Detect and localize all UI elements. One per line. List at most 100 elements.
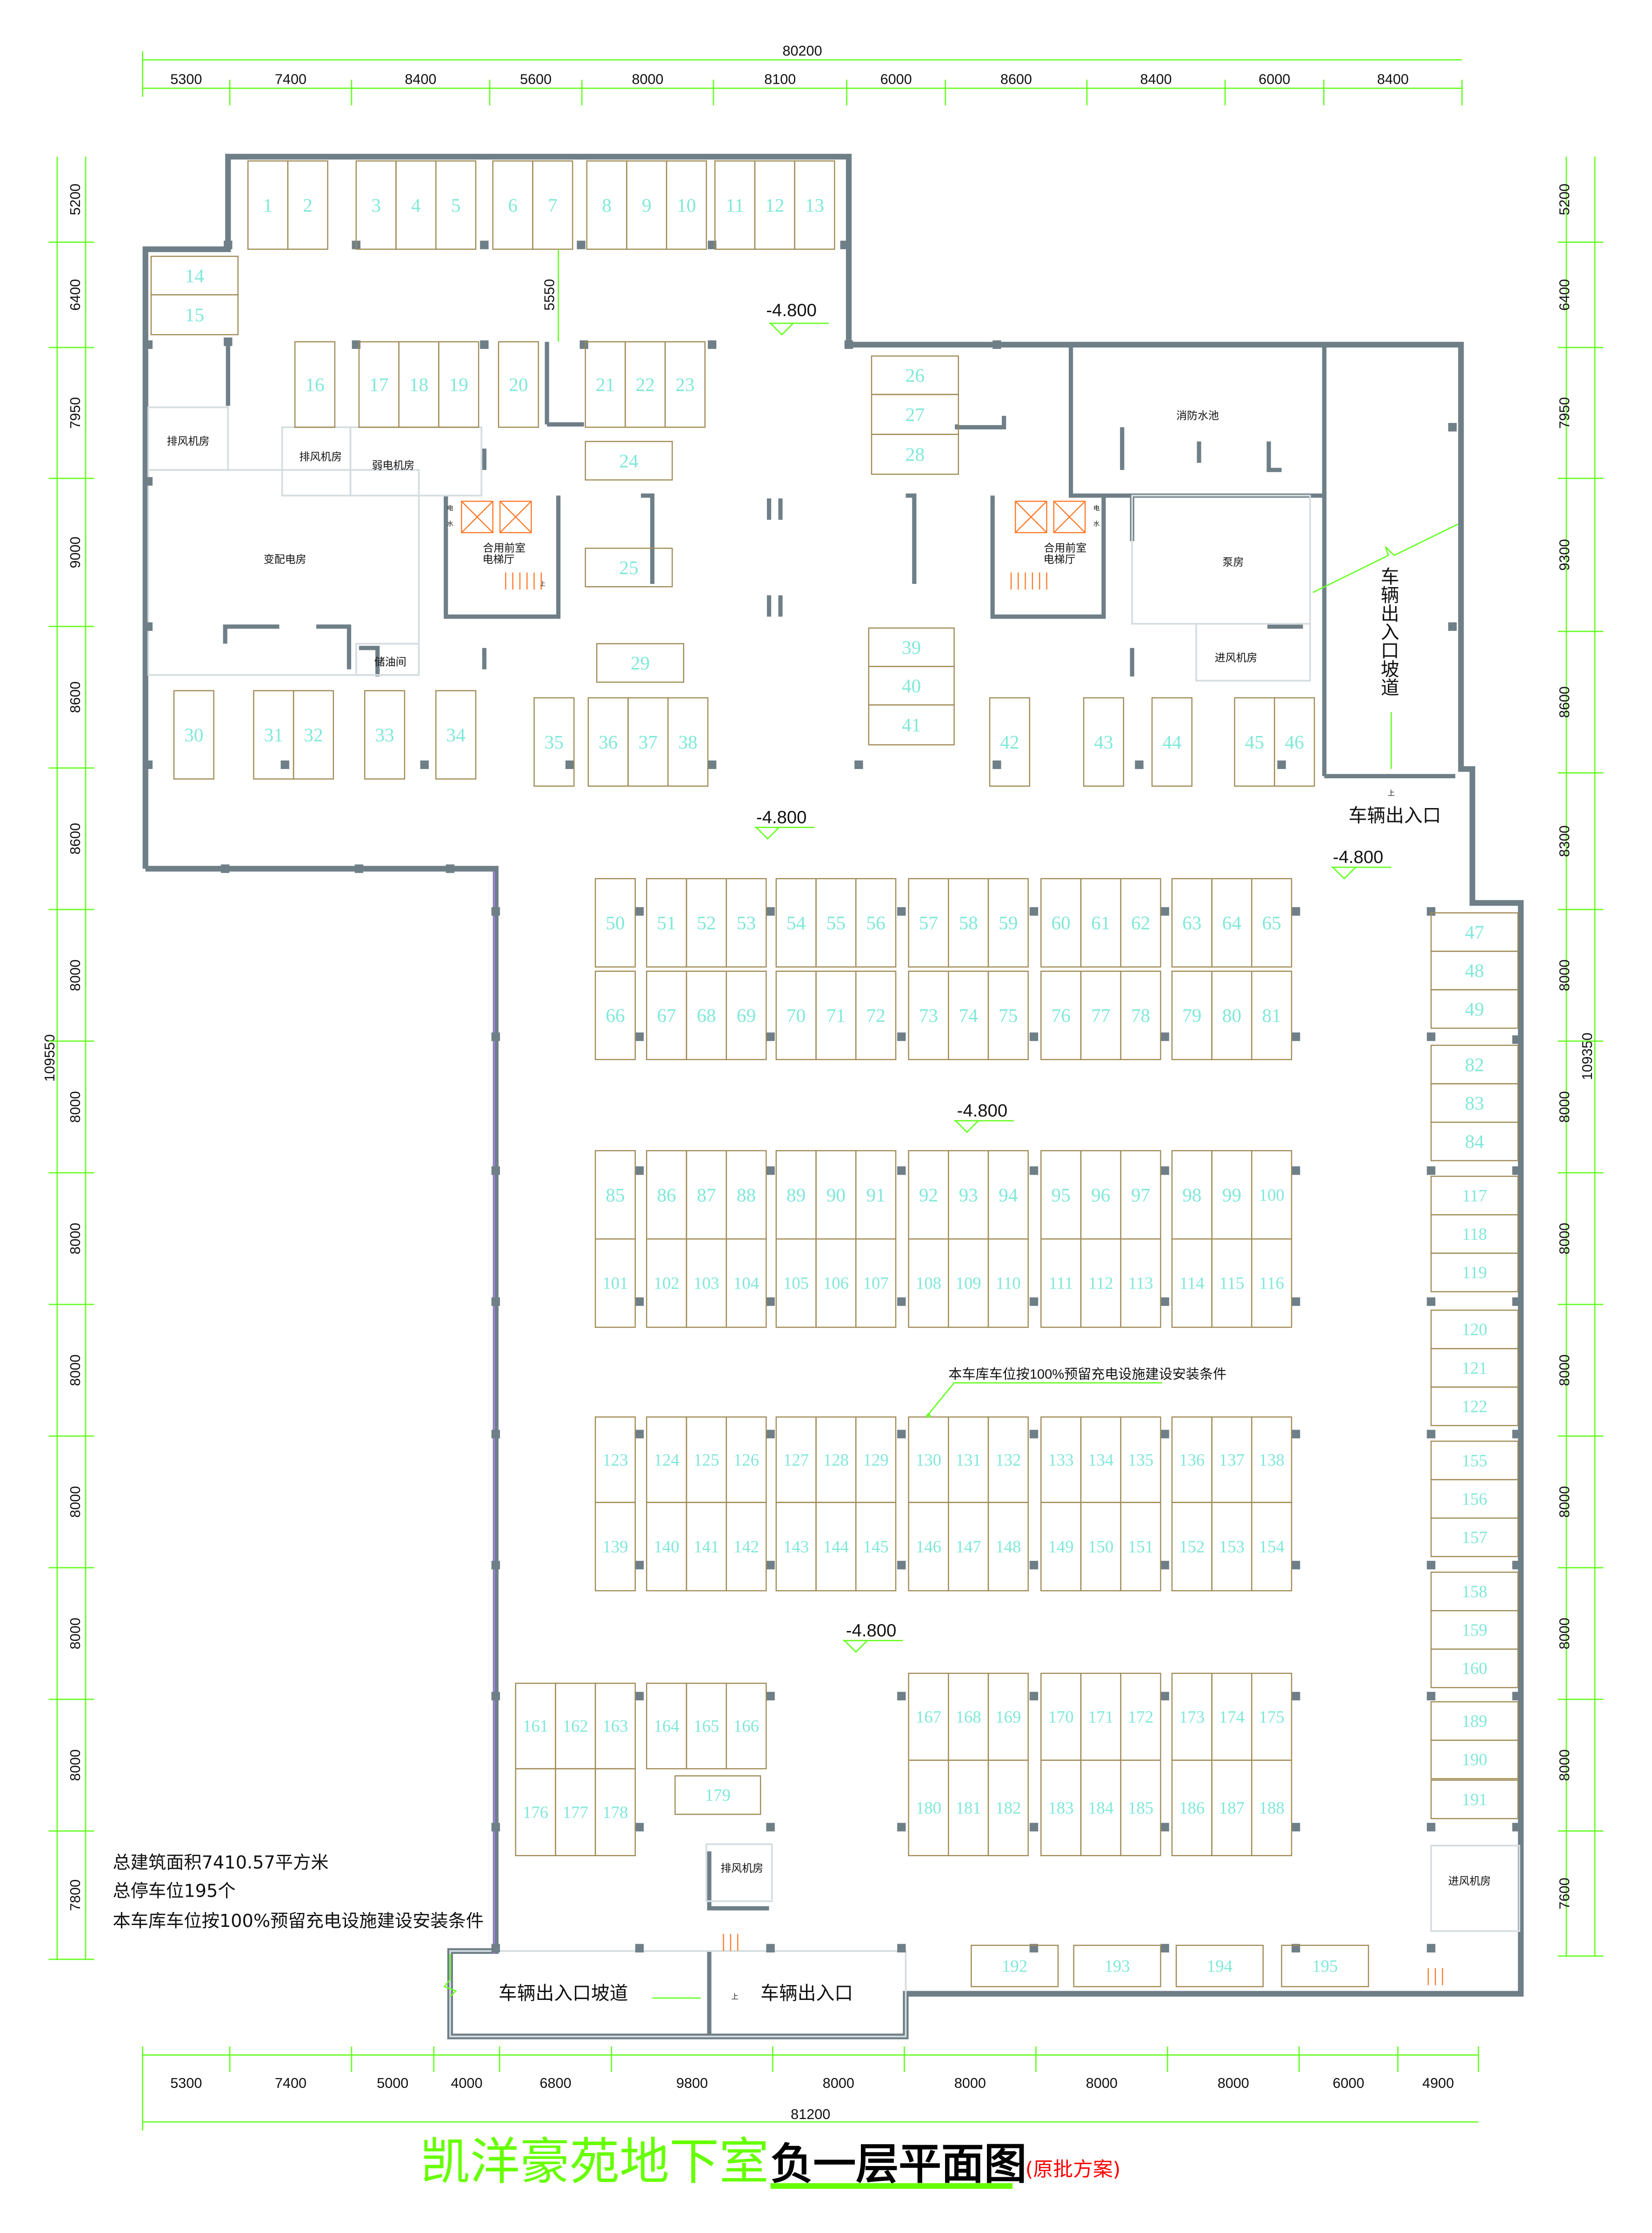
parking-space: 90: [815, 1150, 857, 1240]
parking-space: 115: [1211, 1238, 1252, 1328]
left-dimension-label: 9000: [67, 536, 83, 568]
parking-space-number: 30: [184, 724, 203, 746]
column: [635, 907, 644, 916]
elevator-icon: [461, 501, 493, 534]
parking-space-number: 125: [693, 1450, 719, 1469]
parking-space-number: 64: [1222, 912, 1242, 934]
right-dimension-label: 6400: [1557, 279, 1572, 311]
parking-space: 72: [855, 970, 897, 1060]
column: [220, 864, 230, 873]
parking-space-number: 139: [602, 1537, 628, 1556]
parking-space-number: 32: [304, 724, 323, 746]
parking-space-number: 121: [1462, 1358, 1487, 1377]
column: [897, 1430, 906, 1438]
exit-label: 车辆出入口: [1348, 805, 1441, 826]
parking-space-outline: [1151, 697, 1192, 787]
parking-space-outline: [173, 690, 214, 780]
parking-space-number: 25: [619, 557, 638, 578]
parking-space: 8: [586, 160, 627, 250]
parking-space: 25: [585, 548, 673, 588]
column: [580, 340, 588, 349]
ramps: 车辆出入口坡道 上 车辆出入口 车辆出入口坡道 车辆出入口 上: [443, 523, 1459, 2004]
parking-space-outline: [794, 160, 835, 250]
parking-space-number: 19: [449, 374, 468, 395]
column: [844, 340, 853, 349]
parking-space-number: 71: [826, 1005, 846, 1026]
bottom-dimension-label: 7400: [275, 2075, 306, 2091]
parking-space-outline: [594, 878, 636, 968]
right-dimension-label: 8300: [1557, 825, 1572, 857]
column: [635, 1561, 644, 1570]
parking-space: 160: [1430, 1648, 1519, 1688]
column: [491, 1944, 500, 1952]
parking-space-outline: [1073, 1945, 1161, 1987]
column: [491, 1691, 500, 1701]
parking-space: 1: [247, 160, 289, 250]
column: [635, 1944, 644, 1952]
parking-space-number: 49: [1465, 998, 1484, 1020]
parking-space: 164: [646, 1683, 687, 1770]
parking-space-number: 153: [1219, 1537, 1245, 1556]
parking-space: 187: [1211, 1759, 1252, 1856]
parking-space: 28: [871, 434, 959, 475]
parking-space-outline: [1251, 1502, 1292, 1591]
parking-space-outline: [287, 160, 328, 250]
callout-leader: [928, 1382, 1162, 1415]
parking-space: 65: [1251, 878, 1292, 968]
parking-space-outline: [1430, 1779, 1519, 1819]
parking-space-number: 89: [786, 1184, 806, 1205]
parking-space: 149: [1040, 1502, 1082, 1591]
room-label-substation: 变配电房: [264, 554, 306, 566]
parking-space: 94: [987, 1150, 1029, 1240]
parking-space-number: 91: [866, 1184, 885, 1205]
parking-space: 148: [987, 1502, 1029, 1591]
column: [1292, 1430, 1300, 1438]
title-underline: [770, 2183, 1013, 2189]
parking-space: 192: [971, 1945, 1059, 1987]
column: [1512, 1035, 1521, 1044]
parking-space-number: 70: [786, 1005, 806, 1026]
parking-space-number: 194: [1207, 1957, 1232, 1976]
parking-space: 7: [532, 160, 573, 250]
parking-space: 122: [1430, 1386, 1519, 1426]
parking-space-number: 191: [1462, 1790, 1487, 1809]
room-label-weak-current: 弱电机房: [372, 460, 415, 472]
parking-space-number: 126: [733, 1450, 759, 1469]
parking-space: 141: [686, 1502, 727, 1591]
column: [635, 1823, 644, 1832]
parking-space: 114: [1171, 1238, 1212, 1328]
parking-space-outline: [987, 878, 1029, 968]
parking-space: 108: [908, 1238, 949, 1328]
parking-space: 10: [666, 160, 707, 250]
parking-space: 119: [1430, 1252, 1519, 1292]
parking-space-number: 156: [1462, 1489, 1487, 1508]
column: [635, 1032, 644, 1041]
title-drawing: 负一层平面图: [771, 2139, 1027, 2189]
parking-space: 54: [775, 878, 817, 968]
parking-space-number: 92: [919, 1184, 938, 1205]
callout-text: 本车库车位按100%预留充电设施建设安装条件: [948, 1366, 1226, 1382]
parking-space-number: 107: [863, 1274, 889, 1293]
column: [1292, 1561, 1300, 1570]
parking-space-outline: [855, 1502, 897, 1591]
parking-space: 163: [594, 1683, 636, 1770]
parking-space-number: 96: [1091, 1184, 1110, 1205]
column: [1292, 1823, 1300, 1832]
parking-space: 105: [775, 1238, 817, 1328]
parking-space-outline: [868, 704, 955, 746]
parking-space: 51: [646, 878, 687, 968]
parking-space-number: 6: [508, 194, 518, 216]
parking-space: 117: [1430, 1176, 1519, 1216]
parking-space-outline: [1120, 1759, 1161, 1856]
column: [491, 1561, 500, 1570]
parking-space: 172: [1120, 1672, 1161, 1761]
parking-space: 143: [775, 1502, 817, 1591]
parking-space-number: 78: [1131, 1005, 1150, 1026]
parking-space: 130: [908, 1416, 949, 1503]
parking-space: 176: [515, 1768, 556, 1856]
elevation-marker: -4.800: [754, 807, 815, 840]
parking-space-number: 77: [1091, 1005, 1110, 1026]
parking-space-outline: [294, 341, 336, 428]
parking-space: 67: [646, 970, 687, 1060]
parking-space-number: 114: [1179, 1274, 1205, 1293]
